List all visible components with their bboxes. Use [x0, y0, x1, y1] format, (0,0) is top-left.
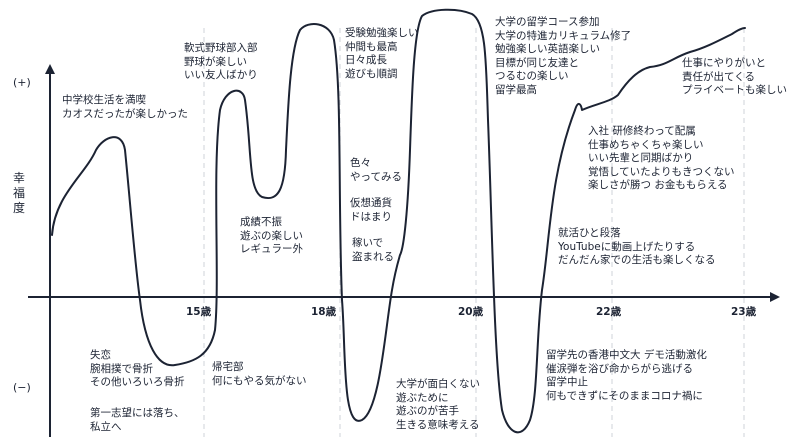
happiness-curve [51, 8, 746, 434]
annotation-study-abroad-program: 大学の留学コース参加 大学の特進カリキュラム修了 勉強楽しい英語楽しい 目標が同… [495, 16, 632, 96]
y-axis-label: 幸福度 [12, 171, 25, 215]
plus-label: (+) [13, 76, 31, 89]
annotation-softball-club: 軟式野球部入部 野球が楽しい いい友人ばかり [184, 42, 258, 81]
age-tick-15: 15歳 [186, 306, 212, 318]
annotation-job-hunting: 就活ひと段落 YouTubeに動画上げたりする だんだん家での生活も楽しくなる [558, 227, 716, 266]
annotation-heartbreak: 失恋 腕相撲で骨折 その他いろいろ骨折 [90, 349, 185, 388]
annotation-exam-study: 受験勉強楽しい 仲間も最高 日々成長 遊びも順調 [345, 27, 419, 80]
annotation-fulfilling-job: 仕事にやりがいと 責任が出てくる プライベートも楽しい [682, 57, 787, 96]
annotation-hong-kong: 留学先の香港中文大 デモ活動激化 催涙弾を浴び命からがら逃げる 留学中止 何もで… [546, 349, 707, 402]
annotation-going-home-club: 帰宅部 何にもやる気がない [212, 361, 307, 387]
annotation-middle-school: 中学校生活を満喫 カオスだったが楽しかった [62, 94, 188, 120]
annotation-crypto: 仮想通貨 ドはまり [350, 197, 392, 223]
age-tick-22: 22歳 [596, 306, 622, 318]
age-tick-18: 18歳 [311, 306, 337, 318]
annotation-exam-fail: 第一志望には落ち、 私立へ [90, 407, 185, 433]
annotation-poor-grades: 成績不振 遊ぶの楽しい レギュラー外 [240, 216, 303, 255]
annotation-stolen: 稼いで 盗まれる [352, 237, 394, 263]
annotation-joining-company: 入社 研修終わって配属 仕事めちゃくちゃ楽しい いい先輩と同期ばかり 覚悟してい… [588, 125, 735, 191]
age-tick-23: 23歳 [731, 306, 757, 318]
annotation-trying-things: 色々 やってみる [350, 157, 402, 183]
annotation-university-bored: 大学が面白くない 遊ぶために 遊ぶのが苦手 生きる意味考える [396, 378, 480, 431]
minus-label: (−) [13, 381, 31, 394]
age-tick-20: 20歳 [458, 306, 484, 318]
